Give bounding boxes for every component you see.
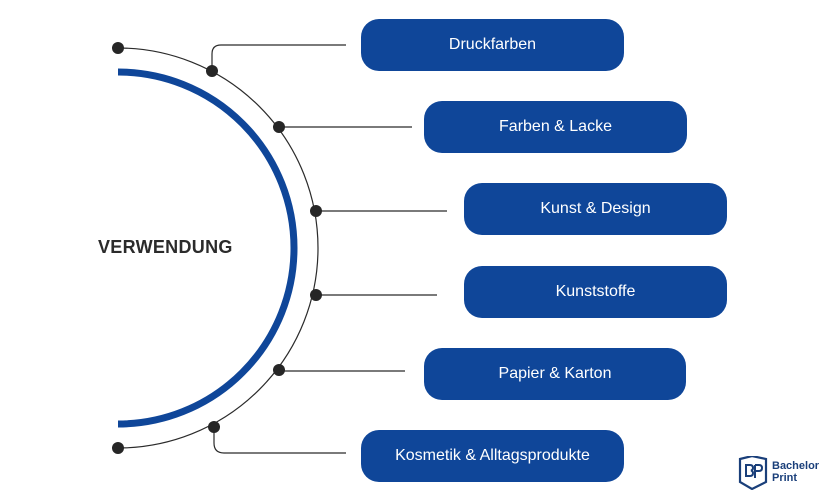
item-papier-karton[interactable]: Papier & Karton <box>424 348 686 400</box>
center-title: VERWENDUNG <box>98 237 233 257</box>
main-arc <box>117 68 298 428</box>
item-farben-lacke[interactable]: Farben & Lacke <box>424 101 687 153</box>
arc-end-dot <box>112 442 124 454</box>
connector-1 <box>211 44 346 70</box>
item-kosmetik-alltagsprodukte[interactable]: Kosmetik & Alltagsprodukte <box>361 430 624 482</box>
logo-line-2: Print <box>772 472 798 484</box>
connector-6 <box>213 427 346 454</box>
logo-text: Bachelor Print <box>772 460 819 484</box>
connector-dot-4 <box>310 289 322 301</box>
item-kunststoffe[interactable]: Kunststoffe <box>464 266 727 318</box>
logo-line-1: Bachelor <box>772 460 820 472</box>
connector-dot-2 <box>273 121 285 133</box>
item-kunst-design[interactable]: Kunst & Design <box>464 183 727 235</box>
connector-dot-1 <box>206 65 218 77</box>
connector-dot-3 <box>310 205 322 217</box>
bachelor-print-logo: Bachelor Print <box>738 456 819 492</box>
item-druckfarben[interactable]: Druckfarben <box>361 19 624 71</box>
connector-dot-5 <box>273 364 285 376</box>
arc-start-dot <box>112 42 124 54</box>
book-logo-icon <box>738 456 768 490</box>
connector-dot-6 <box>208 421 220 433</box>
